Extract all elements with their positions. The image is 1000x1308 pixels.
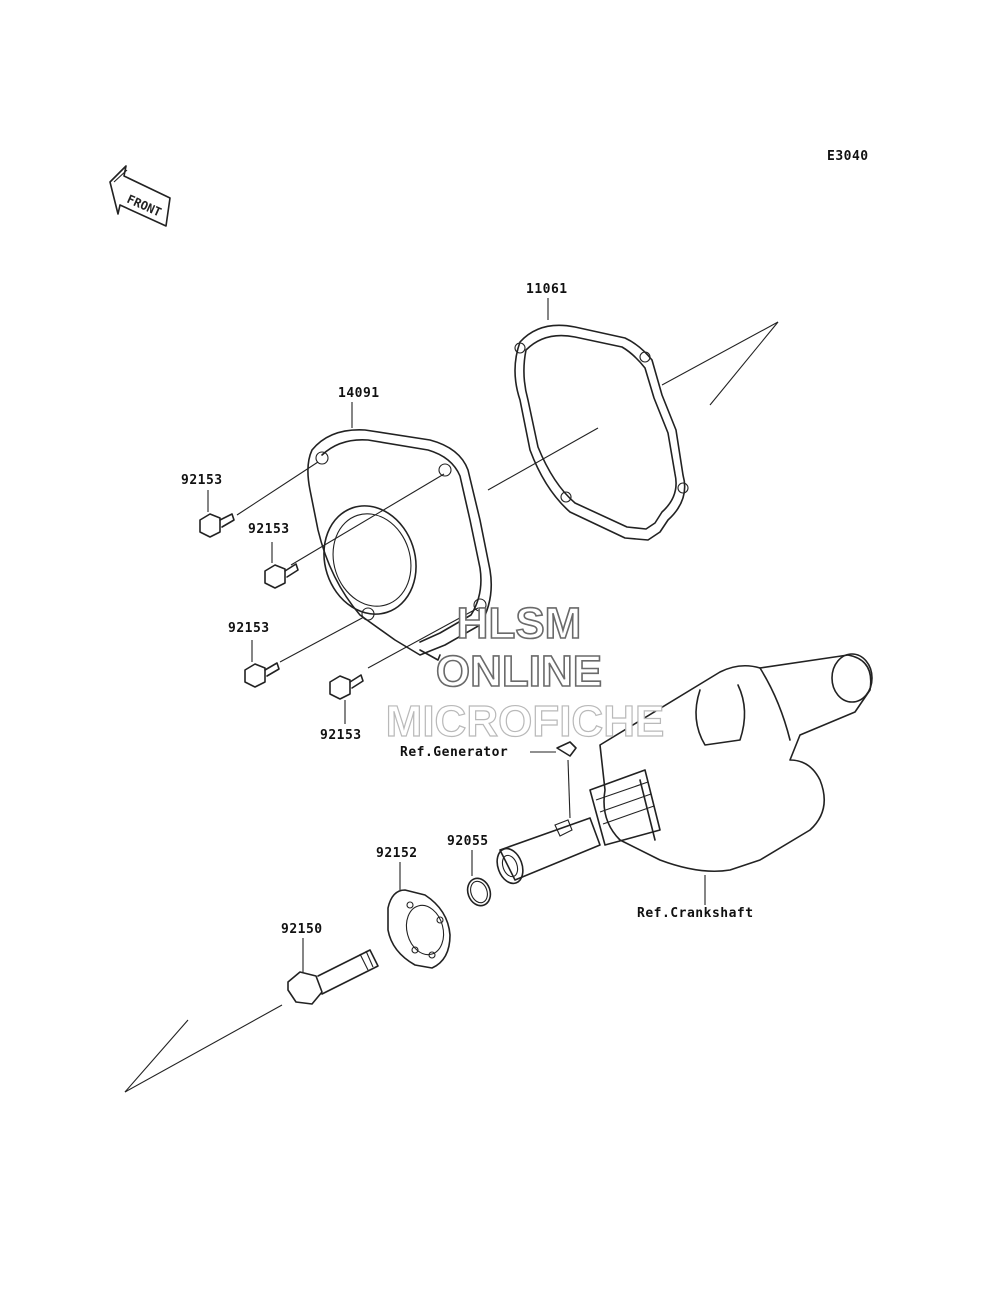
part-number-92150[interactable]: 92150 xyxy=(281,922,323,937)
front-arrow-icon: FRONT xyxy=(109,165,171,227)
gasket-11061 xyxy=(514,298,689,541)
generator-cover-14091 xyxy=(307,402,493,661)
crankshaft-ref xyxy=(496,653,873,905)
part-number-92055[interactable]: 92055 xyxy=(447,834,489,849)
explode-lines xyxy=(124,321,779,1093)
bolt-92153-b xyxy=(264,542,299,589)
part-number-92153-d[interactable]: 92153 xyxy=(320,728,362,743)
diagram-code: E3040 xyxy=(827,149,869,164)
bolt-92153-a xyxy=(199,490,235,538)
ref-generator-label[interactable]: Ref.Generator xyxy=(400,745,509,760)
key-ref-generator xyxy=(530,741,577,757)
part-number-92153-b[interactable]: 92153 xyxy=(248,522,290,537)
watermark-line2: ONLINE xyxy=(435,647,603,696)
flange-bolt-92150 xyxy=(287,938,379,1005)
bolt-92153-c xyxy=(244,640,280,688)
plate-92152 xyxy=(387,862,451,969)
part-number-11061[interactable]: 11061 xyxy=(526,282,568,297)
bolt-92153-d xyxy=(329,674,364,724)
ref-crankshaft-label[interactable]: Ref.Crankshaft xyxy=(637,906,754,921)
watermark-line1: HLSM xyxy=(456,599,582,648)
part-number-92153-a[interactable]: 92153 xyxy=(181,473,223,488)
part-number-92152[interactable]: 92152 xyxy=(376,846,418,861)
o-ring-92055 xyxy=(466,850,492,907)
watermark-line3: MICROFICHE xyxy=(385,697,665,746)
part-number-92153-c[interactable]: 92153 xyxy=(228,621,270,636)
part-number-14091[interactable]: 14091 xyxy=(338,386,380,401)
